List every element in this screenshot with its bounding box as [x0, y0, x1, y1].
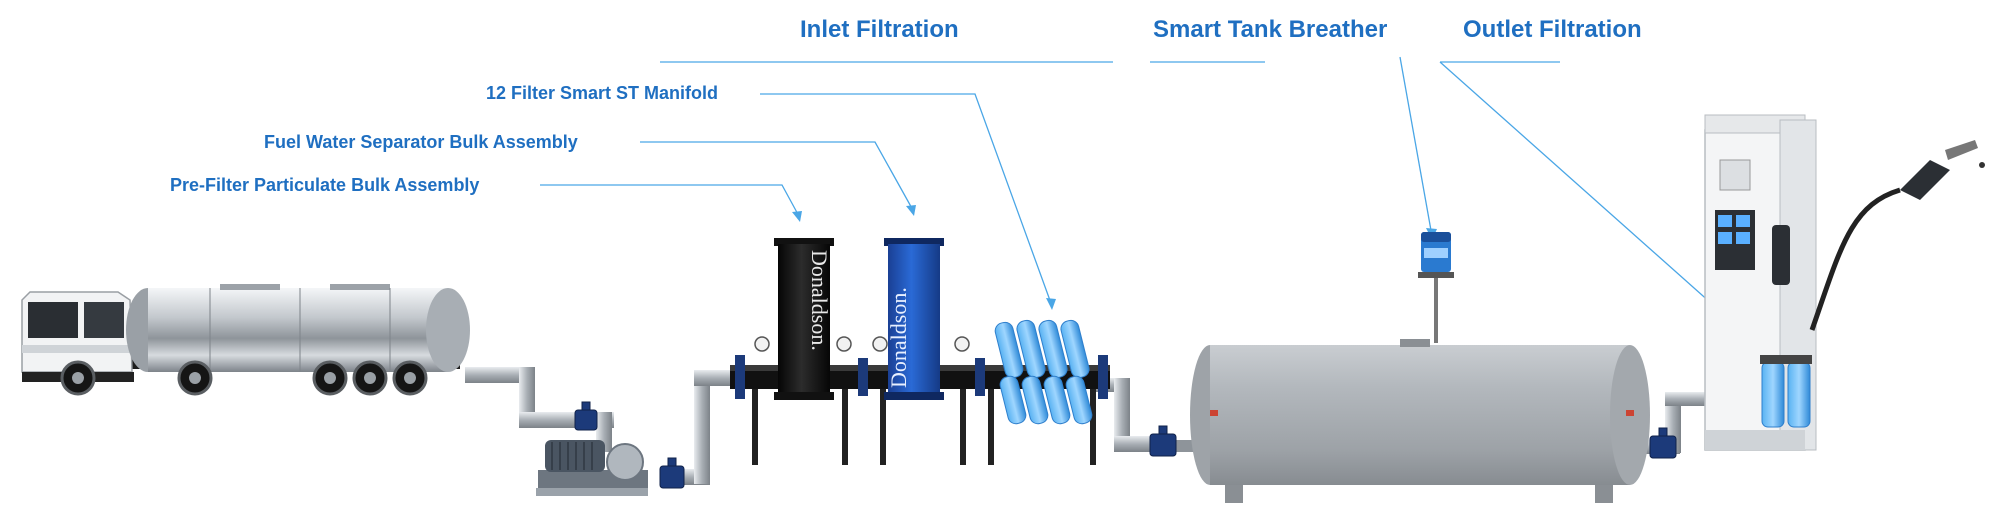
- tanker-truck: [21, 284, 470, 396]
- valves: [574, 401, 1677, 489]
- label-inlet-filtration: Inlet Filtration: [800, 16, 959, 43]
- leader-lines: [540, 56, 1776, 361]
- smart-st-manifold-filters: [994, 319, 1093, 425]
- label-pre-filter: Pre-Filter Particulate Bulk Assembly: [170, 175, 480, 195]
- housing-black-brand: Donaldson.: [807, 250, 832, 351]
- fuel-dispenser: [1704, 114, 1985, 451]
- fuel-water-separator-housing: [884, 238, 944, 400]
- pre-filter-housing: [774, 238, 834, 400]
- filter-skid: Donaldson. Donaldson.: [730, 238, 1110, 465]
- leader-prefilter: [540, 184, 801, 219]
- leader-manifold: [760, 93, 1053, 307]
- label-smart-tank-breather: Smart Tank Breather: [1153, 16, 1388, 43]
- label-outlet-filtration: Outlet Filtration: [1463, 16, 1642, 43]
- label-manifold: 12 Filter Smart ST Manifold: [486, 83, 719, 103]
- label-fuel-water-separator: Fuel Water Separator Bulk Assembly: [264, 132, 578, 152]
- storage-tank: [1190, 339, 1650, 503]
- smart-tank-breather: [1418, 232, 1454, 343]
- housing-blue-brand: Donaldson.: [886, 287, 911, 388]
- leader-breather: [1399, 56, 1433, 237]
- pump: [536, 440, 648, 496]
- leader-separator: [640, 141, 915, 213]
